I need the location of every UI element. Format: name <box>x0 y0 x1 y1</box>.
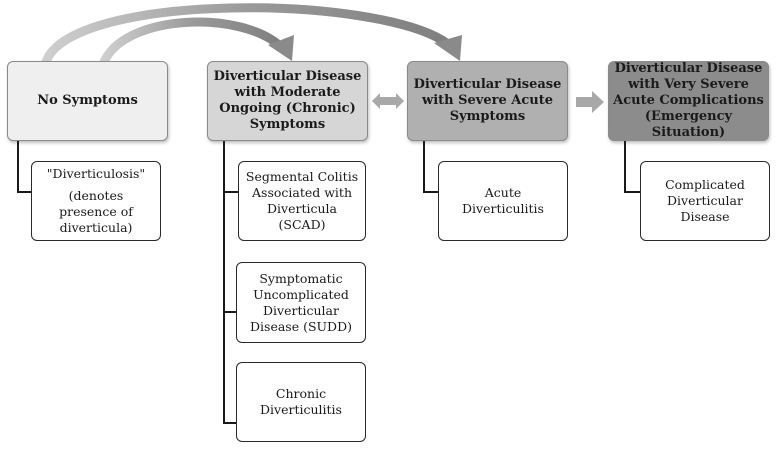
connector-severe-h <box>423 191 439 193</box>
sub-scad: Segmental Colitis Associated with Divert… <box>238 161 366 241</box>
curved-arrow-to-severe-head <box>434 35 462 61</box>
node-severe: Diverticular Disease with Severe Acute S… <box>407 61 568 141</box>
sub-chronic-diverticulitis: Chronic Diverticulitis <box>236 362 366 442</box>
sub-diverticulosis: "Diverticulosis" (denotes presence of di… <box>31 161 161 241</box>
connector-no-symptoms-h <box>17 191 32 193</box>
sub-sudd: Symptomatic Uncomplicated Diverticular D… <box>236 262 366 343</box>
node-moderate-title: Diverticular Disease with Moderate Ongoi… <box>213 69 362 132</box>
curved-arrow-to-severe <box>41 3 453 67</box>
sub-scad-text: Segmental Colitis Associated with Divert… <box>245 169 359 232</box>
connector-moderate-h1 <box>223 191 239 193</box>
sub-complicated-text: Complicated Diverticular Disease <box>665 177 745 224</box>
double-arrow-moderate-severe <box>372 93 404 109</box>
sub-diverticulosis-term: "Diverticulosis" <box>46 166 146 181</box>
sub-acute-diverticulitis: Acute Diverticulitis <box>438 161 568 241</box>
node-very-severe-title: Diverticular Disease with Very Severe Ac… <box>613 61 764 140</box>
sub-diverticulosis-note: (denotes presence of diverticula) <box>59 188 133 235</box>
arrow-severe-very-severe <box>576 91 604 113</box>
sub-chronic-text: Chronic Diverticulitis <box>260 386 342 417</box>
node-moderate: Diverticular Disease with Moderate Ongoi… <box>207 61 368 141</box>
sub-acute-text: Acute Diverticulitis <box>462 185 544 216</box>
sub-complicated-disease: Complicated Diverticular Disease <box>640 161 770 241</box>
sub-sudd-text: Symptomatic Uncomplicated Diverticular D… <box>250 270 352 334</box>
node-no-symptoms-title: No Symptoms <box>37 93 138 108</box>
connector-moderate-v <box>223 141 225 423</box>
connector-very-severe-v <box>624 141 626 192</box>
node-no-symptoms: No Symptoms <box>7 61 168 141</box>
connector-severe-v <box>423 141 425 192</box>
curved-arrow-to-moderate-head <box>268 35 294 61</box>
node-severe-title: Diverticular Disease with Severe Acute S… <box>413 77 562 124</box>
node-very-severe: Diverticular Disease with Very Severe Ac… <box>608 61 769 141</box>
curved-arrow-to-moderate <box>99 17 285 67</box>
connector-moderate-h2 <box>223 311 237 313</box>
connector-very-severe-h <box>624 191 641 193</box>
connector-moderate-h3 <box>223 422 237 424</box>
connector-no-symptoms-v <box>17 141 19 192</box>
